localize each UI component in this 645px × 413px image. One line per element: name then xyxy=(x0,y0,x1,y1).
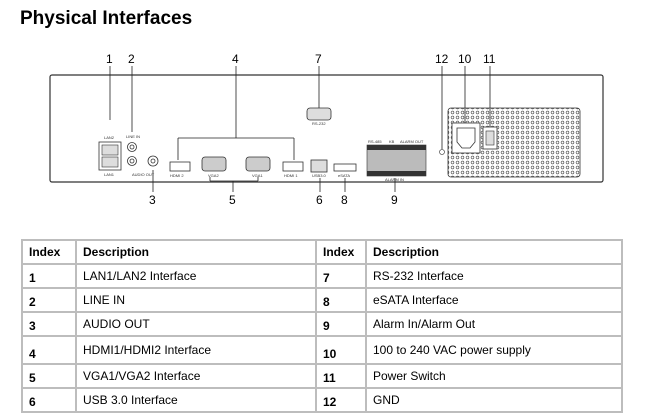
description-cell: 100 to 240 VAC power supply xyxy=(365,335,623,365)
description-cell: AUDIO OUT xyxy=(75,311,317,337)
lan-ports: LAN2 LAN1 xyxy=(98,135,122,177)
callout-1: 1 xyxy=(106,52,113,66)
alarm-in-label: ALARM IN xyxy=(385,177,404,182)
hdmi1-label: HDMI 1 xyxy=(284,173,298,178)
lan2-label: LAN2 xyxy=(104,135,115,140)
kb-label: KB xyxy=(389,139,395,144)
description-cell: USB 3.0 Interface xyxy=(75,387,317,413)
callout-12: 12 xyxy=(435,52,449,66)
alarm-terminal-block: RS-485 KB ALARM OUT ALARM IN xyxy=(366,139,427,182)
callout-4: 4 xyxy=(232,52,239,66)
index-cell: 3 xyxy=(21,311,77,337)
audio-out-label: AUDIO OUT xyxy=(132,172,155,177)
description-cell: HDMI1/HDMI2 Interface xyxy=(75,335,317,365)
callout-7: 7 xyxy=(315,52,322,66)
header-index: Index xyxy=(21,239,77,265)
index-cell: 6 xyxy=(21,387,77,413)
callout-6: 6 xyxy=(316,193,323,207)
table-header-row: Index Description Index Description xyxy=(21,239,623,265)
index-cell: 11 xyxy=(315,363,367,389)
description-cell: Alarm In/Alarm Out xyxy=(365,311,623,337)
callout-5: 5 xyxy=(229,193,236,207)
header-description-2: Description xyxy=(365,239,623,265)
description-cell: LINE IN xyxy=(75,287,317,313)
index-cell: 12 xyxy=(315,387,367,413)
vga2-label: VGA2 xyxy=(208,173,219,178)
description-cell: Power Switch xyxy=(365,363,623,389)
callout-8: 8 xyxy=(341,193,348,207)
callout-9: 9 xyxy=(391,193,398,207)
callout-2: 2 xyxy=(128,52,135,66)
description-cell: RS-232 Interface xyxy=(365,263,623,289)
index-cell: 1 xyxy=(21,263,77,289)
description-cell: GND xyxy=(365,387,623,413)
video-ports xyxy=(169,107,357,173)
index-cell: 2 xyxy=(21,287,77,313)
description-cell: VGA1/VGA2 Interface xyxy=(75,363,317,389)
index-cell: 7 xyxy=(315,263,367,289)
header-description: Description xyxy=(75,239,317,265)
usb-label: USB3.0 xyxy=(312,173,327,178)
alarm-out-label: ALARM OUT xyxy=(400,139,424,144)
description-cell: eSATA Interface xyxy=(365,287,623,313)
line-in-label: LINE IN xyxy=(126,134,140,139)
index-cell: 4 xyxy=(21,335,77,365)
audio-jacks xyxy=(127,142,159,167)
page-title: Physical Interfaces xyxy=(20,8,193,29)
callout-3: 3 xyxy=(149,193,156,207)
ground-icon xyxy=(439,149,445,155)
esata-label: eSATA xyxy=(338,173,350,178)
index-cell: 9 xyxy=(315,311,367,337)
lan1-label: LAN1 xyxy=(104,172,115,177)
callout-11: 11 xyxy=(483,52,496,66)
hdmi2-label: HDMI 2 xyxy=(170,173,184,178)
callout-10: 10 xyxy=(458,52,472,66)
index-cell: 8 xyxy=(315,287,367,313)
index-cell: 10 xyxy=(315,335,367,365)
power-supply xyxy=(439,107,581,178)
rs485-label: RS-485 xyxy=(368,139,382,144)
vga1-label: VGA1 xyxy=(252,173,263,178)
rear-panel-diagram: 1 2 4 7 12 10 11 3 5 6 8 9 LAN2 LAN1 LIN… xyxy=(49,52,604,207)
header-index-2: Index xyxy=(315,239,367,265)
rs232-label: RS-232 xyxy=(312,121,326,126)
index-cell: 5 xyxy=(21,363,77,389)
description-cell: LAN1/LAN2 Interface xyxy=(75,263,317,289)
